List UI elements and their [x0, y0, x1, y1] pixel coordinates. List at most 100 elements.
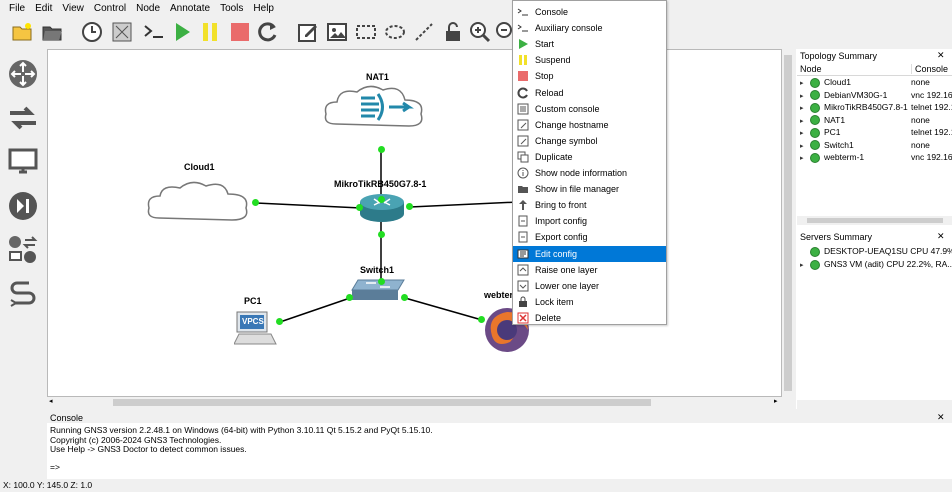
expand-icon[interactable]: ▸	[800, 155, 804, 162]
expand-icon[interactable]: ▸	[800, 80, 804, 87]
server-row[interactable]: DESKTOP-UEAQ1SU CPU 47.9%,	[800, 245, 952, 257]
context-menu-item[interactable]: Console	[513, 4, 666, 20]
cloud-icon[interactable]	[144, 178, 254, 226]
start-all-icon[interactable]	[170, 20, 194, 44]
draw-rectangle-icon[interactable]	[354, 20, 378, 44]
menu-edit[interactable]: Edit	[35, 3, 53, 14]
menu-view[interactable]: View	[62, 3, 84, 14]
stop-all-icon[interactable]	[228, 20, 252, 44]
topology-node-name: MikroTikRB450G7.8-1	[824, 102, 908, 112]
context-menu-item[interactable]: Delete	[513, 310, 666, 326]
console-prompt[interactable]: =>	[50, 462, 60, 472]
switches-icon[interactable]	[6, 101, 40, 135]
servers-close-icon[interactable]: ✕	[937, 231, 945, 241]
snapshot-icon[interactable]	[110, 20, 134, 44]
vertical-scroll-thumb[interactable]	[784, 55, 792, 391]
col-node[interactable]: Node	[800, 64, 822, 74]
add-note-icon[interactable]	[296, 20, 320, 44]
router-label: MikroTikRB450G7.8-1	[334, 179, 427, 189]
server-row[interactable]: ▸GNS3 VM (adit) CPU 22.2%, RA...	[800, 258, 952, 270]
menu-node[interactable]: Node	[136, 3, 161, 14]
context-menu-item[interactable]: Bring to front	[513, 197, 666, 213]
menu-help[interactable]: Help	[253, 3, 274, 14]
context-menu-item[interactable]: Raise one layer	[513, 262, 666, 278]
context-menu-item[interactable]: Show node information	[513, 165, 666, 181]
info-icon	[517, 167, 529, 179]
lower-icon	[517, 280, 529, 292]
expand-icon[interactable]: ▸	[800, 92, 804, 100]
context-menu-item[interactable]: Export config	[513, 229, 666, 245]
menu-control[interactable]: Control	[93, 3, 127, 14]
menu-annotate[interactable]: Annotate	[170, 3, 211, 14]
stop-icon	[517, 70, 529, 82]
col-console[interactable]: Console	[911, 64, 948, 74]
end-devices-icon[interactable]	[6, 145, 40, 179]
context-menu-item[interactable]: Stop	[513, 68, 666, 84]
expand-icon[interactable]: ▸	[800, 142, 804, 150]
context-menu-item[interactable]: Custom console	[513, 101, 666, 117]
topology-hscroll[interactable]	[797, 216, 952, 225]
expand-icon[interactable]: ▸	[800, 105, 804, 112]
security-devices-icon[interactable]	[6, 189, 40, 223]
routers-icon[interactable]	[6, 57, 40, 91]
scroll-left-icon[interactable]: ◂	[49, 398, 53, 405]
context-menu-item[interactable]: Import config	[513, 213, 666, 229]
context-menu-label: Auxiliary console	[535, 23, 603, 34]
reload-all-icon[interactable]	[256, 20, 280, 44]
switch-icon[interactable]	[350, 278, 406, 302]
context-menu-item[interactable]: Edit config	[513, 245, 666, 262]
reload-icon	[517, 87, 529, 99]
close-icon[interactable]: ✕	[937, 50, 945, 60]
port-webterm	[478, 316, 485, 323]
console-close-icon[interactable]: ✕	[937, 412, 945, 422]
console-output[interactable]: Running GNS3 version 2.2.48.1 on Windows…	[47, 423, 952, 479]
insert-picture-icon[interactable]	[325, 20, 349, 44]
lock-icon[interactable]	[441, 20, 465, 44]
context-menu-item[interactable]: Duplicate	[513, 149, 666, 165]
suspend-all-icon[interactable]	[198, 20, 222, 44]
context-menu-item[interactable]: Start	[513, 36, 666, 52]
context-menu-item[interactable]: Show in file manager	[513, 181, 666, 197]
menu-file[interactable]: File	[9, 3, 26, 14]
context-menu-item[interactable]: Suspend	[513, 52, 666, 68]
topology-canvas[interactable]: NAT1 Cloud1 MikroTikRB450G7.8-1 Switch1 …	[47, 49, 782, 397]
expand-icon[interactable]: ▸	[800, 262, 804, 269]
lock-icon	[517, 296, 529, 308]
router-icon[interactable]	[358, 192, 406, 224]
zoom-in-icon[interactable]	[468, 20, 492, 44]
clock-icon[interactable]	[80, 20, 104, 44]
nat-cloud-icon[interactable]	[321, 82, 429, 134]
servers-hscroll[interactable]	[797, 400, 952, 409]
context-menu-item[interactable]: Reload	[513, 85, 666, 101]
context-menu-item[interactable]: Change hostname	[513, 117, 666, 133]
draw-ellipse-icon[interactable]	[383, 20, 407, 44]
open-project-icon[interactable]	[40, 20, 64, 44]
expand-icon[interactable]: ▸	[800, 117, 804, 125]
context-menu-item[interactable]: Lower one layer	[513, 278, 666, 294]
expand-icon[interactable]: ▸	[800, 130, 804, 137]
draw-line-icon[interactable]	[412, 20, 436, 44]
zoom-out-icon[interactable]	[494, 20, 518, 44]
context-menu-item[interactable]: Change symbol	[513, 133, 666, 149]
add-link-icon[interactable]	[6, 277, 40, 311]
horizontal-scroll-thumb[interactable]	[113, 399, 651, 406]
play-icon	[517, 38, 529, 50]
scroll-right-icon[interactable]: ▸	[774, 398, 778, 405]
horizontal-scrollbar[interactable]: ◂ ▸	[47, 397, 782, 408]
menu-tools[interactable]: Tools	[220, 3, 244, 14]
context-menu-item[interactable]: Auxiliary console	[513, 20, 666, 36]
all-devices-icon[interactable]	[6, 233, 40, 267]
console-all-icon[interactable]	[142, 20, 166, 44]
pc-icon[interactable]: VPCS	[233, 310, 278, 348]
new-project-icon[interactable]	[10, 20, 34, 44]
topology-header: Node Console	[797, 63, 952, 76]
vertical-scrollbar[interactable]	[782, 49, 794, 397]
context-menu-item[interactable]: Lock item	[513, 294, 666, 310]
